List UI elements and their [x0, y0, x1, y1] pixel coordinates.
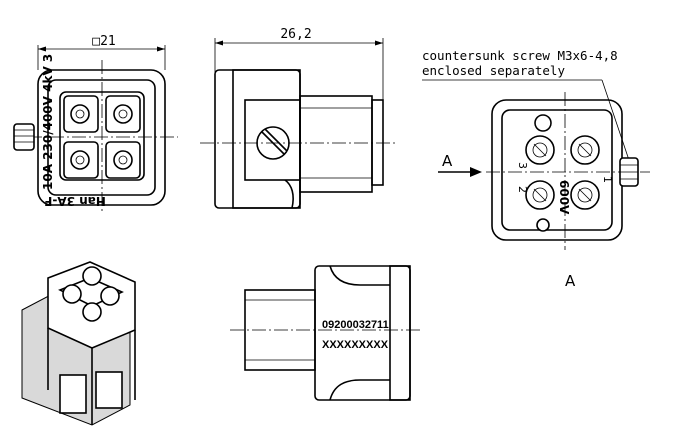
view-a: A 3 2 1 600V A: [438, 92, 650, 290]
view-arrow-label: A: [442, 152, 453, 170]
note-line-2: enclosed separately: [422, 63, 565, 78]
dimension-length: 26,2: [280, 27, 311, 42]
pin-number-2: 2: [516, 186, 529, 193]
part-number: 09200032711: [322, 319, 389, 331]
placeholder-code: XXXXXXXXX: [322, 339, 389, 351]
view-caption: A: [565, 272, 576, 290]
note-line-1: countersunk screw M3x6-4,8: [422, 48, 618, 63]
rating-label: 10A 230/400V 4kV 3: [41, 54, 55, 190]
pin-number-1: 1: [601, 176, 614, 183]
dimension-width: □21: [92, 34, 115, 49]
front-view: □21 10A 230/400V 4kV 3 Han 3A-F: [13, 34, 178, 214]
isometric-view: [21, 261, 136, 426]
bottom-side-view: 09200032711 XXXXXXXXX: [230, 265, 420, 401]
voltage-label: 600V: [557, 180, 571, 215]
pin-number-3: 3: [516, 162, 529, 169]
side-view: 26,2: [200, 27, 395, 209]
screw-note: countersunk screw M3x6-4,8 enclosed sepa…: [422, 48, 634, 173]
name-label: Han 3A-F: [44, 194, 106, 208]
